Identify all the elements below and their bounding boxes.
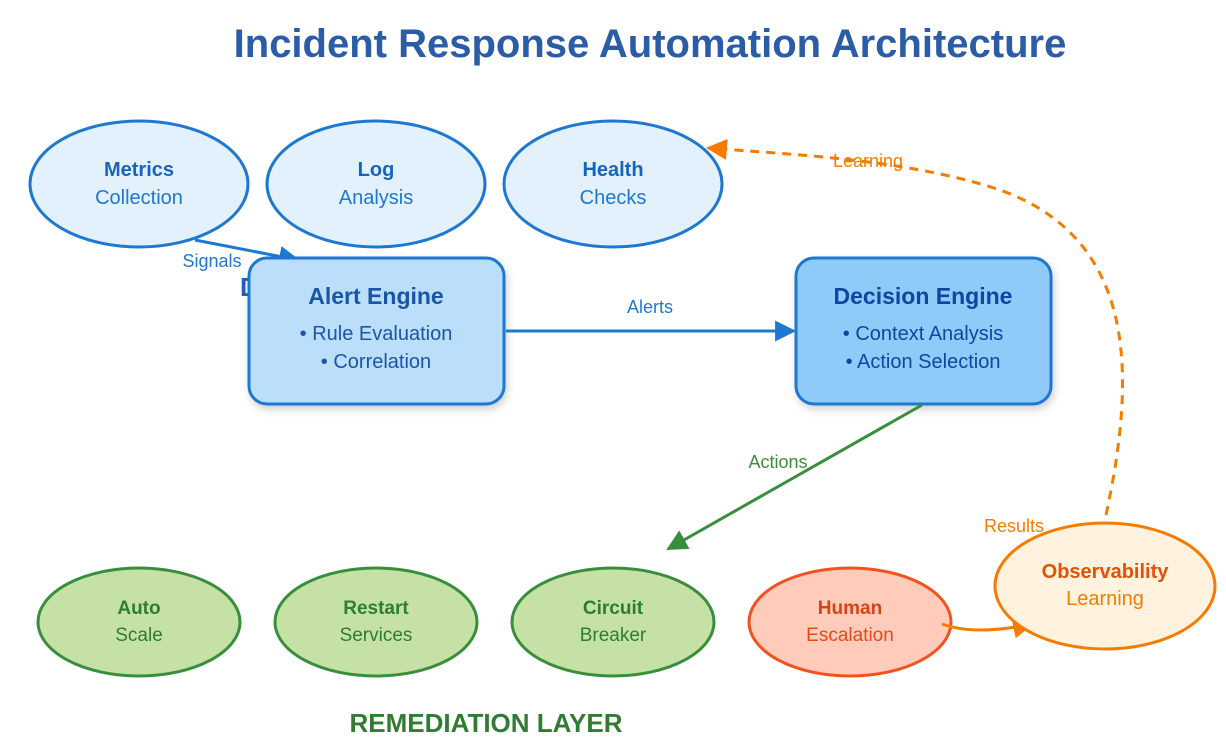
restart-services-sub: Services bbox=[340, 625, 413, 646]
detection-source-metrics: Metrics Collection bbox=[28, 119, 250, 249]
log-title: Log bbox=[358, 159, 395, 181]
alerts-label: Alerts bbox=[627, 297, 673, 317]
detection-source-log: Log Analysis bbox=[265, 119, 487, 249]
human-escalation: Human Escalation bbox=[747, 566, 953, 678]
learning-feedback-arrow bbox=[705, 138, 1125, 516]
metrics-sub: Collection bbox=[95, 187, 183, 209]
decision-engine-box: Decision Engine • Context Analysis • Act… bbox=[794, 256, 1053, 406]
decision-engine-bullet-1: • Context Analysis bbox=[843, 323, 1003, 345]
remediation-layer-label: REMEDIATION LAYER bbox=[349, 708, 622, 738]
circuit-breaker-title: Circuit bbox=[583, 598, 644, 619]
remediation-auto-scale: Auto Scale bbox=[36, 566, 242, 678]
observability-sub: Learning bbox=[1066, 588, 1144, 610]
auto-scale-sub: Scale bbox=[115, 625, 163, 646]
observability-title: Observability bbox=[1042, 561, 1170, 583]
health-sub: Checks bbox=[580, 187, 647, 209]
remediation-restart-services: Restart Services bbox=[273, 566, 479, 678]
decision-engine-title: Decision Engine bbox=[834, 283, 1013, 309]
signals-label: Signals bbox=[182, 251, 241, 271]
remediation-circuit-breaker: Circuit Breaker bbox=[510, 566, 716, 678]
results-label: Results bbox=[984, 516, 1044, 536]
circuit-breaker-sub: Breaker bbox=[580, 625, 647, 646]
human-sub: Escalation bbox=[806, 625, 894, 646]
alert-engine-bullet-1: • Rule Evaluation bbox=[300, 323, 453, 345]
actions-label: Actions bbox=[748, 452, 807, 472]
detection-source-health: Health Checks bbox=[502, 119, 724, 249]
decision-engine-bullet-2: • Action Selection bbox=[846, 351, 1001, 373]
observability-node: Observability Learning bbox=[993, 521, 1217, 651]
alert-engine-bullet-2: • Correlation bbox=[321, 351, 431, 373]
log-sub: Analysis bbox=[339, 187, 413, 209]
alert-engine-box: Alert Engine • Rule Evaluation • Correla… bbox=[247, 256, 506, 406]
alert-engine-title: Alert Engine bbox=[308, 283, 443, 309]
learning-label: Learning bbox=[833, 151, 903, 171]
restart-services-title: Restart bbox=[343, 598, 409, 619]
actions-arrow bbox=[666, 403, 923, 551]
metrics-title: Metrics bbox=[104, 159, 174, 181]
auto-scale-title: Auto bbox=[117, 598, 160, 619]
human-title: Human bbox=[818, 598, 882, 619]
health-title: Health bbox=[582, 159, 643, 181]
diagram-title: Incident Response Automation Architectur… bbox=[234, 22, 1067, 66]
